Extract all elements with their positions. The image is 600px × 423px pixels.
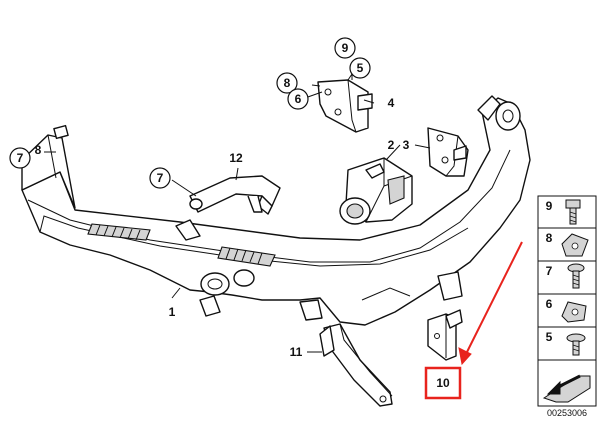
callout-11: 11	[290, 345, 303, 359]
svg-text:7: 7	[157, 171, 164, 185]
svg-text:7: 7	[17, 151, 24, 165]
callout-6: 6	[287, 88, 309, 110]
svg-text:8: 8	[284, 76, 291, 90]
callout-5: 5	[349, 57, 371, 79]
bolt-icon	[565, 199, 581, 225]
svg-text:6: 6	[295, 92, 302, 106]
bracket-part-4	[317, 73, 373, 133]
fastener-legend: 9 8 7 6 5	[537, 195, 597, 407]
bracket-part-11	[319, 323, 393, 407]
callout-7-clamp: 7	[149, 167, 171, 189]
callout-3: 3	[403, 138, 410, 152]
legend-item-5: 5	[546, 330, 553, 344]
front-carrier-part	[21, 95, 531, 326]
speed-nut-icon	[561, 301, 587, 323]
svg-text:10: 10	[436, 376, 450, 390]
callout-8-left: 8	[35, 143, 42, 157]
bracket-part-10	[427, 309, 463, 361]
direction-arrow-icon	[542, 374, 591, 403]
legend-item-7: 7	[546, 264, 553, 278]
diagram-code: 00253006	[547, 408, 587, 418]
callout-4: 4	[388, 96, 395, 110]
washer-screw-icon	[566, 333, 586, 356]
svg-text:5: 5	[357, 61, 364, 75]
clip-nut-icon	[561, 233, 589, 257]
callout-10-highlight: 10	[424, 366, 462, 400]
legend-item-9: 9	[546, 199, 553, 213]
callout-1: 1	[169, 305, 176, 319]
legend-item-8: 8	[546, 231, 553, 245]
leader-lines	[44, 72, 431, 353]
callout-9: 9	[334, 37, 356, 59]
clamp-part-12	[189, 175, 281, 215]
bracket-part-3	[427, 127, 469, 177]
svg-text:9: 9	[342, 41, 349, 55]
screw-icon	[567, 263, 585, 289]
legend-item-6: 6	[546, 297, 553, 311]
callout-2: 2	[388, 138, 395, 152]
callout-8-top: 8	[276, 72, 298, 94]
horn-part	[339, 157, 413, 225]
callout-7-left: 7	[9, 147, 31, 169]
callout-12: 12	[229, 151, 243, 165]
highlight-arrow	[458, 241, 523, 366]
